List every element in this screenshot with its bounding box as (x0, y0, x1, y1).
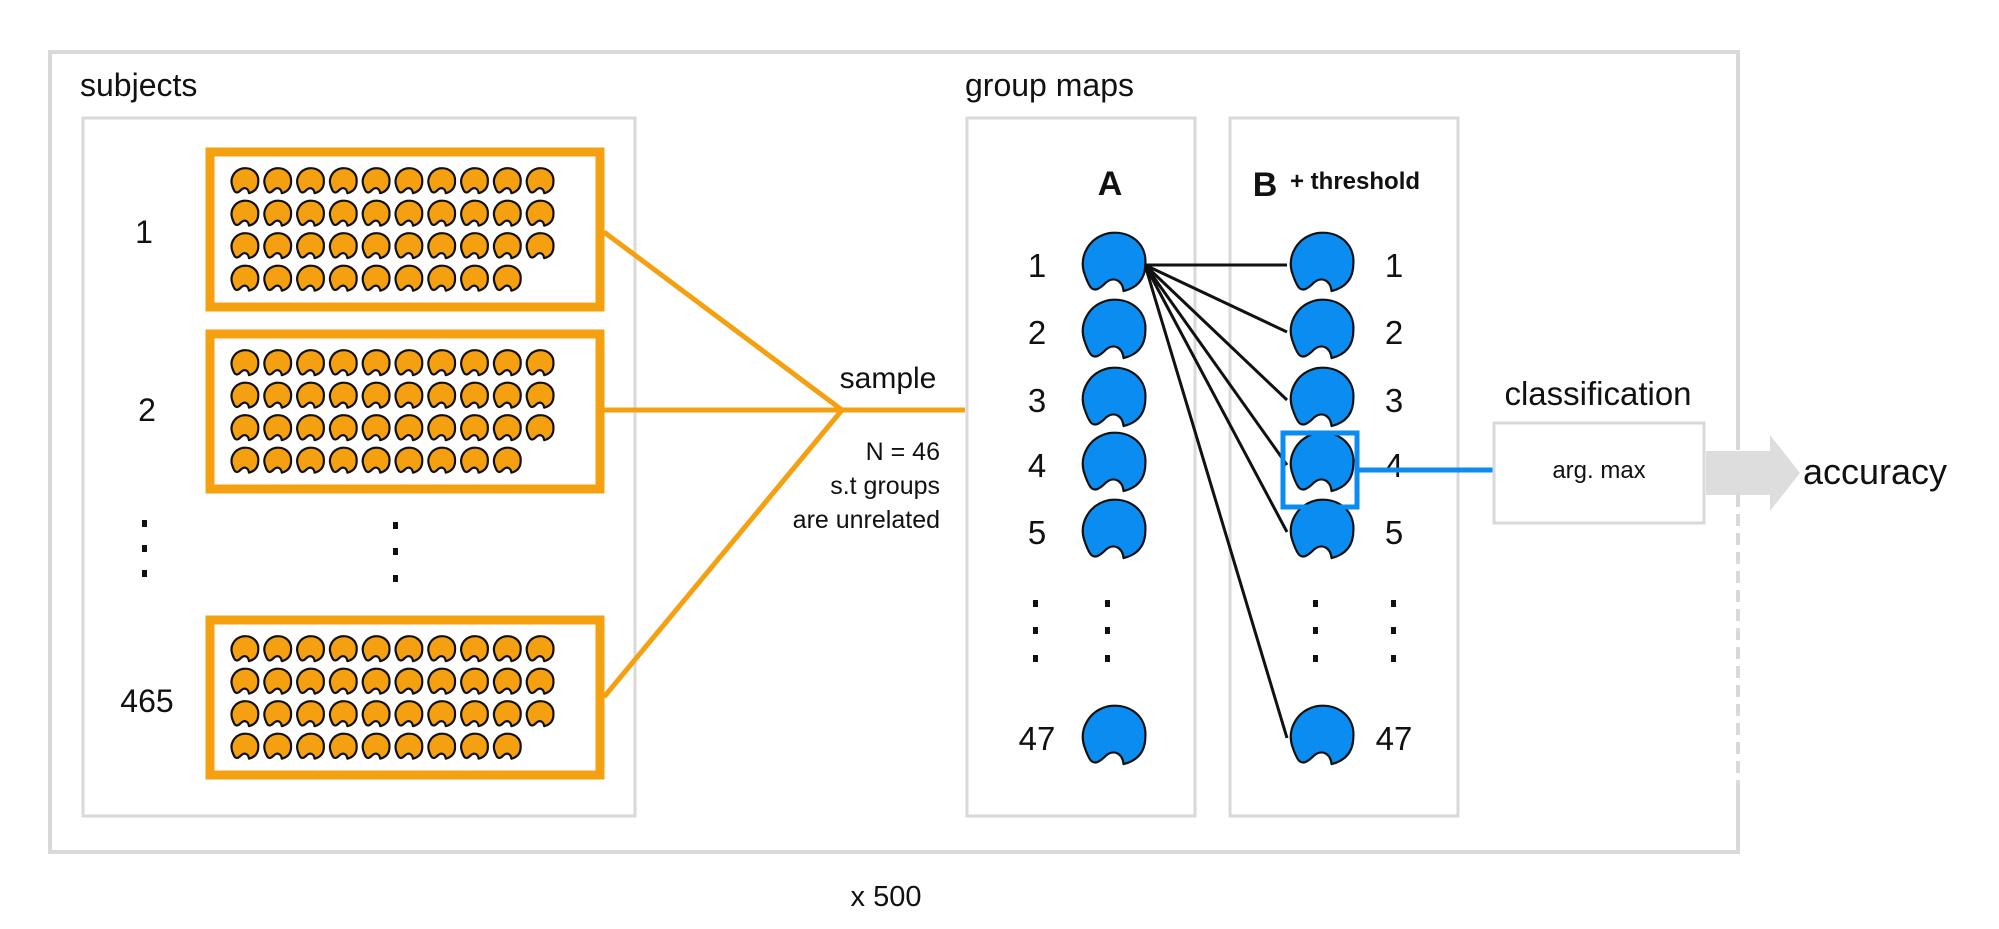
subjects-title: subjects (80, 67, 197, 103)
brain-icon (1081, 231, 1147, 293)
brain-icon (1289, 231, 1355, 293)
group-a-index: 47 (1019, 720, 1056, 757)
subjects-ellipsis-left (142, 520, 147, 577)
panel-b-header-suffix: + threshold (1290, 168, 1420, 195)
panel-b-header: B (1253, 166, 1278, 204)
brain-icon (1081, 366, 1147, 428)
group-a-index: 5 (1028, 514, 1046, 551)
brain-icon (1081, 431, 1147, 493)
group-b-index: 5 (1385, 514, 1403, 551)
group-panel-b (1228, 116, 1460, 818)
panel-a-header: A (1098, 165, 1123, 203)
group-a-indices: 1 2 3 4 5 47 (1019, 247, 1056, 757)
sample-note-line-1: N = 46 (866, 438, 940, 466)
classification-title: classification (1504, 375, 1691, 412)
repeat-label: x 500 (851, 881, 922, 913)
subject-label-465: 465 (120, 683, 173, 719)
sample-lines (602, 229, 965, 699)
group-b-index: 3 (1385, 382, 1403, 419)
subjects-panel (81, 116, 637, 818)
classifier-label: arg. max (1552, 457, 1645, 484)
brain-icon (1289, 704, 1355, 766)
brain-icon (1289, 298, 1355, 360)
group-a-index: 4 (1028, 447, 1046, 484)
group-ellipsis-a-numbers (1033, 600, 1038, 662)
brain-icon (1289, 431, 1355, 493)
sample-note-line-3: are unrelated (793, 506, 940, 534)
accuracy-label: accuracy (1803, 451, 1947, 492)
group-b-indices: 1 2 3 4 5 47 (1376, 247, 1413, 757)
group-b-index: 1 (1385, 247, 1403, 284)
match-lines (1143, 263, 1289, 739)
group-ellipsis-b-numbers (1391, 600, 1396, 662)
group-a-index: 3 (1028, 382, 1046, 419)
group-panel-a (965, 116, 1197, 818)
subject-label-1: 1 (135, 214, 153, 250)
group-b-index: 47 (1376, 720, 1413, 757)
group-ellipsis-b-brains (1313, 600, 1318, 662)
sample-note-line-2: s.t groups (830, 472, 940, 500)
sample-label: sample (840, 362, 937, 395)
group-maps-title: group maps (965, 67, 1134, 103)
group-a-index: 1 (1028, 247, 1046, 284)
brain-icon (1081, 704, 1147, 766)
group-b-brains (1289, 231, 1355, 766)
outer-frame (48, 50, 1740, 854)
classifier-box (1492, 421, 1706, 525)
group-b-index: 4 (1385, 447, 1403, 484)
output-arrow (1706, 435, 1800, 511)
subjects-ellipsis-center (393, 522, 398, 582)
brain-icon (1289, 366, 1355, 428)
group-a-index: 2 (1028, 314, 1046, 351)
group-a-brains (1081, 231, 1147, 766)
group-ellipsis-a-brains (1105, 600, 1110, 662)
brain-icon (1081, 498, 1147, 560)
brain-icon (1081, 298, 1147, 360)
group-b-index: 2 (1385, 314, 1403, 351)
subject-label-2: 2 (138, 392, 156, 428)
